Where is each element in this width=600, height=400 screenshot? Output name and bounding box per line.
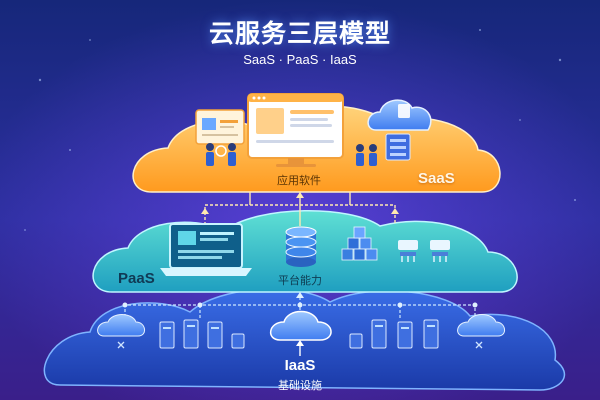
paas-layer-label: PaaS: [118, 270, 155, 287]
saas-paas-arrowheads: [201, 192, 399, 214]
database-icon: [285, 226, 317, 267]
cloud-network-icon: [270, 310, 332, 341]
server-rack-lights: [163, 325, 435, 329]
laptop-icon: [160, 223, 252, 276]
cloud-server-icon: [367, 99, 432, 161]
window-icon: [195, 109, 245, 145]
paas-iaas-nodes: [122, 292, 478, 308]
iaas-layer-label: IaaS: [284, 357, 316, 374]
cubes-icon: [341, 226, 378, 261]
presenter-icon: [356, 144, 377, 166]
paas-layer-description: 平台能力: [278, 274, 322, 287]
page-title: 云服务三层模型: [208, 19, 391, 48]
iaas-up-arrow: [296, 340, 304, 356]
saas-layer-label: SaaS: [418, 170, 455, 187]
router-icon: [398, 240, 450, 262]
page-subtitle: SaaS · PaaS · IaaS: [243, 52, 357, 67]
cloud-icon: [97, 314, 145, 349]
iaas-layer-description: 基础设施: [278, 379, 322, 392]
people-icon: [206, 143, 236, 166]
monitor-icon: [247, 93, 344, 167]
saas-layer-description: 应用软件: [277, 174, 321, 187]
cloud-icon-right: [457, 314, 505, 349]
background-sparkles: [24, 29, 576, 231]
